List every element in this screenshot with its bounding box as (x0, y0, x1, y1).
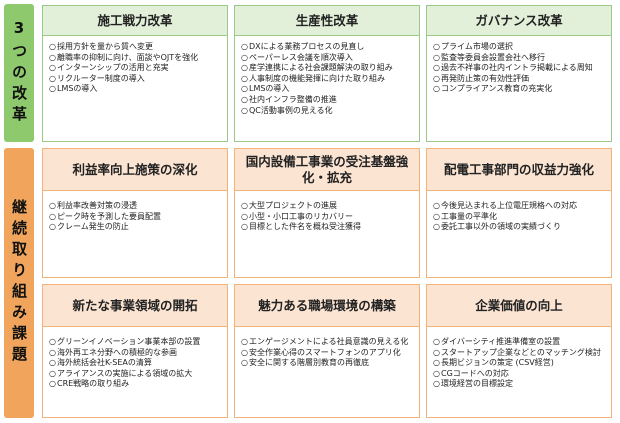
card-header: 魅力ある職場環境の構築 (235, 285, 419, 327)
list-item: 過去不祥事の社内イントラ掲載による周知 (433, 63, 611, 74)
list-item: 海外再エネ分野への積極的な参画 (49, 348, 227, 359)
list-item: 小型・小口工事のリカバリー (241, 212, 419, 223)
card-item-list: ダイバーシティ推進準備室の設置 スタートアップ企業などとのマッチング検討 長期ビ… (427, 327, 611, 390)
list-item: 安全作業心得のスマートフォンのアプリ化 (241, 348, 419, 359)
list-item: ダイバーシティ推進準備室の設置 (433, 337, 611, 348)
list-item: コンプライアンス教育の充実化 (433, 84, 611, 95)
card-title: 魅力ある職場環境の構築 (258, 297, 396, 313)
card-title: ガバナンス改革 (475, 12, 563, 28)
ongoing-issues-label: 継続取り組み課題 (4, 148, 34, 418)
three-reforms-label: 3つの改革 (4, 4, 34, 142)
list-item: 離職率の抑制に向け、面談やOJTを強化 (49, 53, 227, 64)
list-item: 海外統括会社K-SEAの清算 (49, 358, 227, 369)
list-item: クレーム発生の防止 (49, 222, 227, 233)
card-title: 新たな事業領域の開拓 (72, 297, 198, 313)
list-item: 再発防止策の有効性評価 (433, 74, 611, 85)
card-item-list: 利益率改善対策の浸透 ピーク時を予測した要員配置 クレーム発生の防止 (43, 191, 227, 233)
list-item: LMSの導入 (241, 84, 419, 95)
card-header: 配電工事部門の収益力強化 (427, 149, 611, 191)
list-item: 委託工事以外の領域の実績づくり (433, 222, 611, 233)
list-item: ピーク時を予測した要員配置 (49, 212, 227, 223)
side-label-bottom-text: 継続取り組み課題 (10, 199, 28, 367)
list-item: スタートアップ企業などとのマッチング検討 (433, 348, 611, 359)
list-item: 環境経営の目標設定 (433, 379, 611, 390)
card-header: 利益率向上施策の深化 (43, 149, 227, 191)
card-title: 企業価値の向上 (475, 297, 563, 313)
list-item: CRE戦略の取り組み (49, 379, 227, 390)
issue-card-distribution-profit: 配電工事部門の収益力強化 今後見込まれる上位電圧規格への対応 工事量の平準化 委… (426, 148, 612, 278)
card-header: 施工戦力改革 (43, 6, 227, 36)
list-item: 今後見込まれる上位電圧規格への対応 (433, 201, 611, 212)
reform-card-productivity: 生産性改革 DXによる業務プロセスの見直し ペーパーレス会議を順次導入 産学連携… (234, 5, 420, 142)
list-item: 利益率改善対策の浸透 (49, 201, 227, 212)
list-item: リクルーター制度の導入 (49, 74, 227, 85)
list-item: 採用方針を量から質へ変更 (49, 42, 227, 53)
card-item-list: プライム市場の選択 監査等委員会設置会社へ移行 過去不祥事の社内イントラ掲載によ… (427, 36, 611, 95)
card-title: 施工戦力改革 (97, 12, 173, 28)
card-item-list: DXによる業務プロセスの見直し ペーパーレス会議を順次導入 産学連携による社会課… (235, 36, 419, 116)
card-title: 国内設備工事業の受注基盤強化・拡充 (245, 153, 409, 185)
list-item: 監査等委員会設置会社へ移行 (433, 53, 611, 64)
issue-card-workplace: 魅力ある職場環境の構築 エンゲージメントによる社員意識の見える化 安全作業心得の… (234, 284, 420, 418)
list-item: DXによる業務プロセスの見直し (241, 42, 419, 53)
list-item: 目標とした件名を概ね受注獲得 (241, 222, 419, 233)
list-item: 大型プロジェクトの進展 (241, 201, 419, 212)
list-item: 長期ビジョンの策定 (CSV経営) (433, 358, 611, 369)
list-item: グリーンイノベーション事業本部の設置 (49, 337, 227, 348)
card-item-list: 大型プロジェクトの進展 小型・小口工事のリカバリー 目標とした件名を概ね受注獲得 (235, 191, 419, 233)
issue-card-profit-margin: 利益率向上施策の深化 利益率改善対策の浸透 ピーク時を予測した要員配置 クレーム… (42, 148, 228, 278)
card-item-list: 採用方針を量から質へ変更 離職率の抑制に向け、面談やOJTを強化 インターンシッ… (43, 36, 227, 95)
issue-card-corporate-value: 企業価値の向上 ダイバーシティ推進準備室の設置 スタートアップ企業などとのマッチ… (426, 284, 612, 418)
list-item: 産学連携による社会課題解決の取り組み (241, 63, 419, 74)
card-header: ガバナンス改革 (427, 6, 611, 36)
list-item: 人事制度の機能発揮に向けた取り組み (241, 74, 419, 85)
list-item: インターンシップの活用と充実 (49, 63, 227, 74)
list-item: 安全に関する階層別教育の再徹底 (241, 358, 419, 369)
list-item: 工事量の平準化 (433, 212, 611, 223)
issue-card-new-business: 新たな事業領域の開拓 グリーンイノベーション事業本部の設置 海外再エネ分野への積… (42, 284, 228, 418)
list-item: 社内インフラ整備の推進 (241, 95, 419, 106)
list-item: CGコードへの対応 (433, 369, 611, 380)
list-item: プライム市場の選択 (433, 42, 611, 53)
list-item: エンゲージメントによる社員意識の見える化 (241, 337, 419, 348)
reform-card-construction: 施工戦力改革 採用方針を量から質へ変更 離職率の抑制に向け、面談やOJTを強化 … (42, 5, 228, 142)
card-title: 配電工事部門の収益力強化 (443, 161, 594, 177)
card-header: 企業価値の向上 (427, 285, 611, 327)
card-item-list: 今後見込まれる上位電圧規格への対応 工事量の平準化 委託工事以外の領域の実績づく… (427, 191, 611, 233)
list-item: QC活動事例の見える化 (241, 106, 419, 117)
list-item: ペーパーレス会議を順次導入 (241, 53, 419, 64)
card-item-list: エンゲージメントによる社員意識の見える化 安全作業心得のスマートフォンのアプリ化… (235, 327, 419, 369)
card-header: 新たな事業領域の開拓 (43, 285, 227, 327)
side-label-top-text: 3つの改革 (10, 19, 28, 127)
card-title: 生産性改革 (295, 12, 359, 28)
issue-card-domestic-orders: 国内設備工事業の受注基盤強化・拡充 大型プロジェクトの進展 小型・小口工事のリカ… (234, 148, 420, 278)
reform-card-governance: ガバナンス改革 プライム市場の選択 監査等委員会設置会社へ移行 過去不祥事の社内… (426, 5, 612, 142)
card-item-list: グリーンイノベーション事業本部の設置 海外再エネ分野への積極的な参画 海外統括会… (43, 327, 227, 390)
card-header: 国内設備工事業の受注基盤強化・拡充 (235, 149, 419, 191)
card-header: 生産性改革 (235, 6, 419, 36)
list-item: アライアンスの実施による領域の拡大 (49, 369, 227, 380)
list-item: LMSの導入 (49, 84, 227, 95)
card-title: 利益率向上施策の深化 (72, 161, 198, 177)
